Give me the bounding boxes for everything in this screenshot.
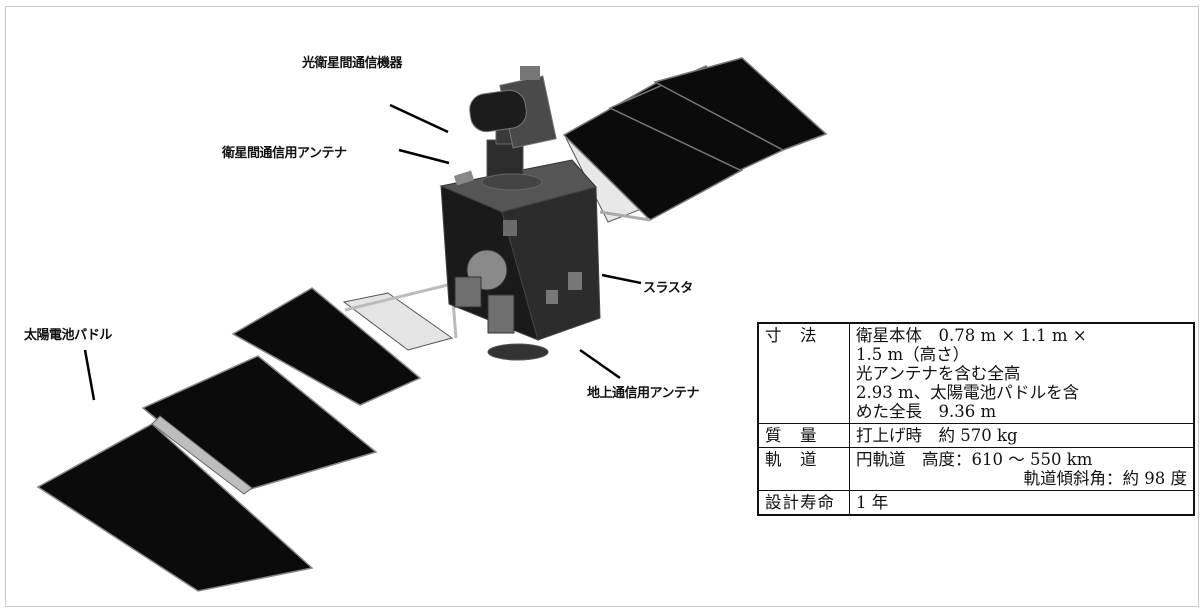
label-solar-paddle: 太陽電池パドル xyxy=(24,328,112,343)
satellite-body xyxy=(439,66,601,361)
leader-line-optical xyxy=(389,103,449,134)
spec-key: 寸 法 xyxy=(757,322,850,424)
label-ground-antenna: 地上通信用アンテナ xyxy=(587,386,699,401)
spec-row-mass: 質 量 打上げ時 約 570 kg xyxy=(757,423,1195,448)
leader-line-solar-paddle xyxy=(83,349,96,401)
spec-line: めた全長 9.36 m xyxy=(856,402,997,421)
leader-line-ground-antenna xyxy=(579,348,621,380)
spec-value: 円軌道 高度：610 〜 550 km 軌道傾斜角：約 98 度 xyxy=(849,447,1195,491)
spec-key: 軌 道 xyxy=(757,447,850,491)
right-solar-paddle xyxy=(562,57,828,223)
leader-line-thruster xyxy=(601,273,642,285)
spec-line: 1.5 m（高さ） xyxy=(856,345,970,364)
spec-line: 軌道傾斜角：約 98 度 xyxy=(1023,469,1188,488)
spec-line: 円軌道 高度：610 〜 550 km xyxy=(856,450,1093,469)
leader-line-isl-antenna xyxy=(398,148,450,165)
spec-value: 1 年 xyxy=(849,490,1195,516)
spec-line: 1 年 xyxy=(856,493,889,512)
label-thruster: スラスタ xyxy=(643,281,693,296)
spec-value: 打上げ時 約 570 kg xyxy=(849,423,1195,448)
spec-row-orbit: 軌 道 円軌道 高度：610 〜 550 km 軌道傾斜角：約 98 度 xyxy=(757,447,1195,491)
spec-key: 質 量 xyxy=(757,423,850,448)
spec-row-lifetime: 設計寿命 1 年 xyxy=(757,490,1195,516)
spec-row-dimensions: 寸 法 衛星本体 0.78 m × 1.1 m × 1.5 m（高さ） 光アンテ… xyxy=(757,322,1195,424)
spec-key: 設計寿命 xyxy=(757,490,850,516)
spec-line: 打上げ時 約 570 kg xyxy=(856,426,1018,445)
label-optical-comm: 光衛星間通信機器 xyxy=(302,56,403,71)
spec-table: 寸 法 衛星本体 0.78 m × 1.1 m × 1.5 m（高さ） 光アンテ… xyxy=(757,322,1195,516)
spec-line: 衛星本体 0.78 m × 1.1 m × xyxy=(856,326,1087,345)
spec-line: 2.93 m、太陽電池パドルを含 xyxy=(856,383,1080,402)
left-solar-paddle xyxy=(36,280,461,592)
label-isl-antenna: 衛星間通信用アンテナ xyxy=(222,146,347,161)
spec-line: 光アンテナを含む全高 xyxy=(856,364,1021,383)
spec-value: 衛星本体 0.78 m × 1.1 m × 1.5 m（高さ） 光アンテナを含む… xyxy=(849,322,1195,424)
